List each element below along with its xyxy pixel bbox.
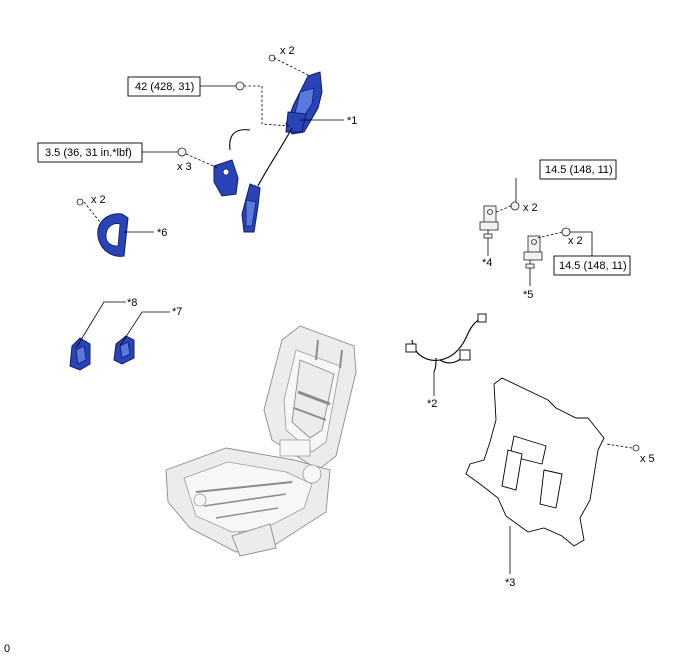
callout-4: *4	[482, 257, 492, 269]
leader-lines	[75, 85, 593, 574]
part-3-cover-plate	[465, 377, 605, 547]
torque-label-14-5-lower: 14.5 (148, 11)	[559, 260, 627, 272]
part-6-cover	[97, 213, 129, 257]
seat-frame	[165, 325, 357, 557]
callout-2: *2	[427, 398, 437, 410]
callout-8: *8	[127, 297, 137, 309]
part-7-bracket	[113, 335, 135, 365]
torque-box-3-5: 3.5 (36, 31 in.*lbf)	[37, 142, 143, 163]
callout-7: *7	[172, 306, 182, 318]
part-1-recliner-release	[213, 71, 323, 233]
qty-label-nut: x 3	[177, 161, 192, 173]
callout-5: *5	[523, 289, 533, 301]
fasteners	[76, 54, 640, 452]
part-4-sensor	[479, 205, 499, 239]
callout-6: *6	[157, 227, 167, 239]
dashed-guides	[83, 57, 633, 449]
callout-3: *3	[505, 577, 515, 589]
torque-box-14-5-upper: 14.5 (148, 11)	[539, 159, 617, 180]
torque-box-14-5-lower: 14.5 (148, 11)	[553, 255, 631, 276]
part-5-sensor	[523, 235, 543, 269]
torque-label-42: 42 (428, 31)	[135, 81, 194, 93]
torque-box-42: 42 (428, 31)	[127, 76, 201, 97]
torque-label-3-5: 3.5 (36, 31 in.*lbf)	[45, 147, 132, 159]
qty-label-bolt-4: x 2	[523, 202, 538, 214]
footer-index: 0	[4, 643, 10, 655]
qty-label-bolt-5: x 2	[568, 235, 583, 247]
qty-label-top-bolt: x 2	[280, 45, 295, 57]
callout-1: *1	[347, 115, 357, 127]
torque-label-14-5-upper: 14.5 (148, 11)	[545, 164, 613, 176]
part-8-bracket	[69, 337, 91, 371]
part-2-wire-harness	[405, 313, 487, 373]
qty-label-clip: x 5	[640, 453, 655, 465]
qty-label-screw-6: x 2	[91, 194, 106, 206]
